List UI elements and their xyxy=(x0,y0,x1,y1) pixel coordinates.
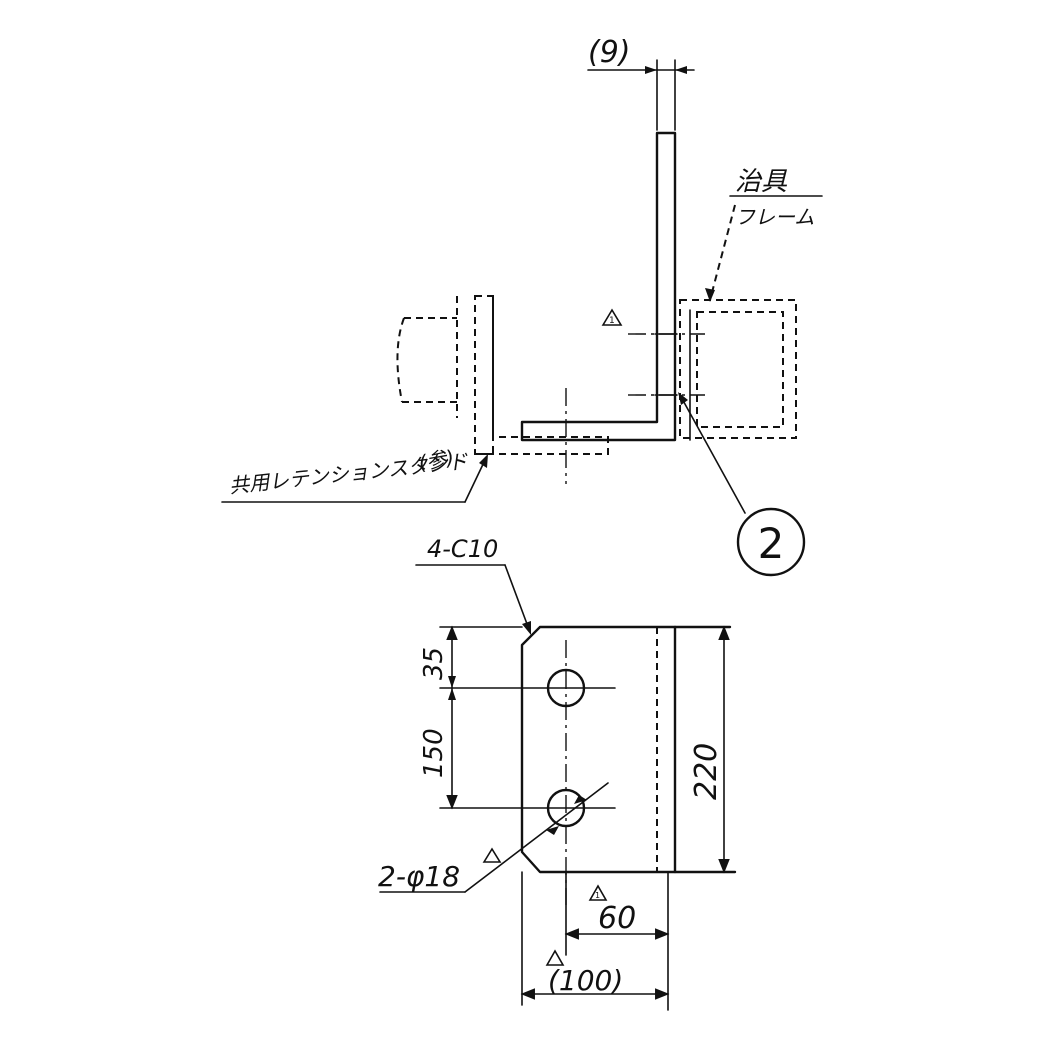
top-view: (9) 1 治具 フレーム xyxy=(221,35,823,577)
part-balloon: 2 xyxy=(678,392,806,577)
chamfer-note: 4-C10 xyxy=(427,535,498,563)
dim-height: 220 xyxy=(689,743,724,800)
jig-frame-label-top: 治具 xyxy=(735,167,788,197)
hole-callout: 2-φ18 xyxy=(378,782,609,893)
bottom-view: 4-C10 35 150 220 2-φ1 xyxy=(378,535,737,1011)
thickness-dimension-label: (9) xyxy=(588,35,631,70)
thickness-dimension: (9) xyxy=(587,35,695,131)
dim-hole-to-edge: 60 xyxy=(598,901,636,936)
jig-frame-section: 治具 フレーム xyxy=(679,167,823,441)
revision-triangle-top: 1 xyxy=(601,308,623,326)
hole-note: 2-φ18 xyxy=(378,860,460,893)
bottom-dimensions: 60 (100) 1 xyxy=(520,871,670,1011)
dim-width: (100) xyxy=(548,964,623,997)
height-dimension: 220 xyxy=(689,625,730,874)
jig-frame-label-bottom: フレーム xyxy=(735,205,814,229)
dim-hole-pitch: 150 xyxy=(419,728,449,778)
left-dimensions: 35 150 xyxy=(419,625,523,810)
l-bracket-section xyxy=(520,131,705,442)
mounting-holes xyxy=(439,640,616,905)
dim-top-offset: 35 xyxy=(419,647,449,680)
chamfer-callout: 4-C10 xyxy=(415,535,531,635)
stand-callout: 共用レテンションスタンド (参) xyxy=(221,445,488,503)
part-balloon-label: 2 xyxy=(758,519,785,568)
plate-outline xyxy=(520,625,737,874)
revision-mark-top: 1 xyxy=(609,316,615,326)
retention-stand-section xyxy=(396,295,609,484)
revision-mark-bottom: 1 xyxy=(595,891,600,900)
